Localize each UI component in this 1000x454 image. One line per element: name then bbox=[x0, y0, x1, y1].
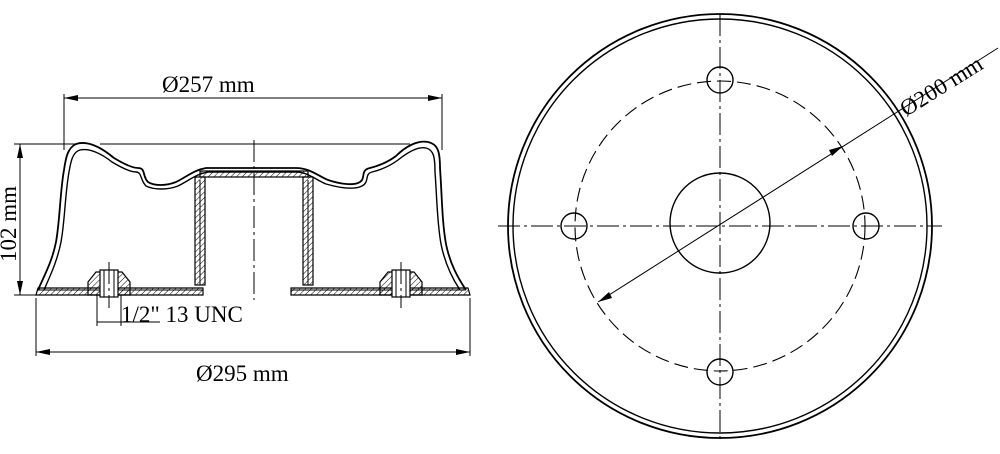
height-dimension: 102 mm bbox=[0, 143, 76, 296]
top-diameter-dimension: Ø257 mm bbox=[63, 72, 443, 150]
bolt-hole-left bbox=[560, 212, 588, 240]
thread-label: 1/2" 13 UNC bbox=[121, 302, 243, 327]
plan-view: Ø200 mm bbox=[498, 13, 999, 440]
height-label: 102 mm bbox=[0, 186, 21, 262]
rim-profile bbox=[37, 140, 467, 291]
bolt-circle-label: Ø200 mm bbox=[895, 51, 987, 121]
bottom-diameter-dimension: Ø295 mm bbox=[35, 298, 471, 386]
side-section-view: Ø257 mm 102 mm bbox=[0, 72, 471, 386]
side-center-lines bbox=[108, 140, 402, 308]
bolt-circle-dimension: Ø200 mm bbox=[597, 47, 999, 303]
top-diameter-label: Ø257 mm bbox=[162, 72, 255, 97]
bottom-diameter-label: Ø295 mm bbox=[196, 361, 289, 386]
thread-callout: 1/2" 13 UNC bbox=[96, 295, 243, 327]
